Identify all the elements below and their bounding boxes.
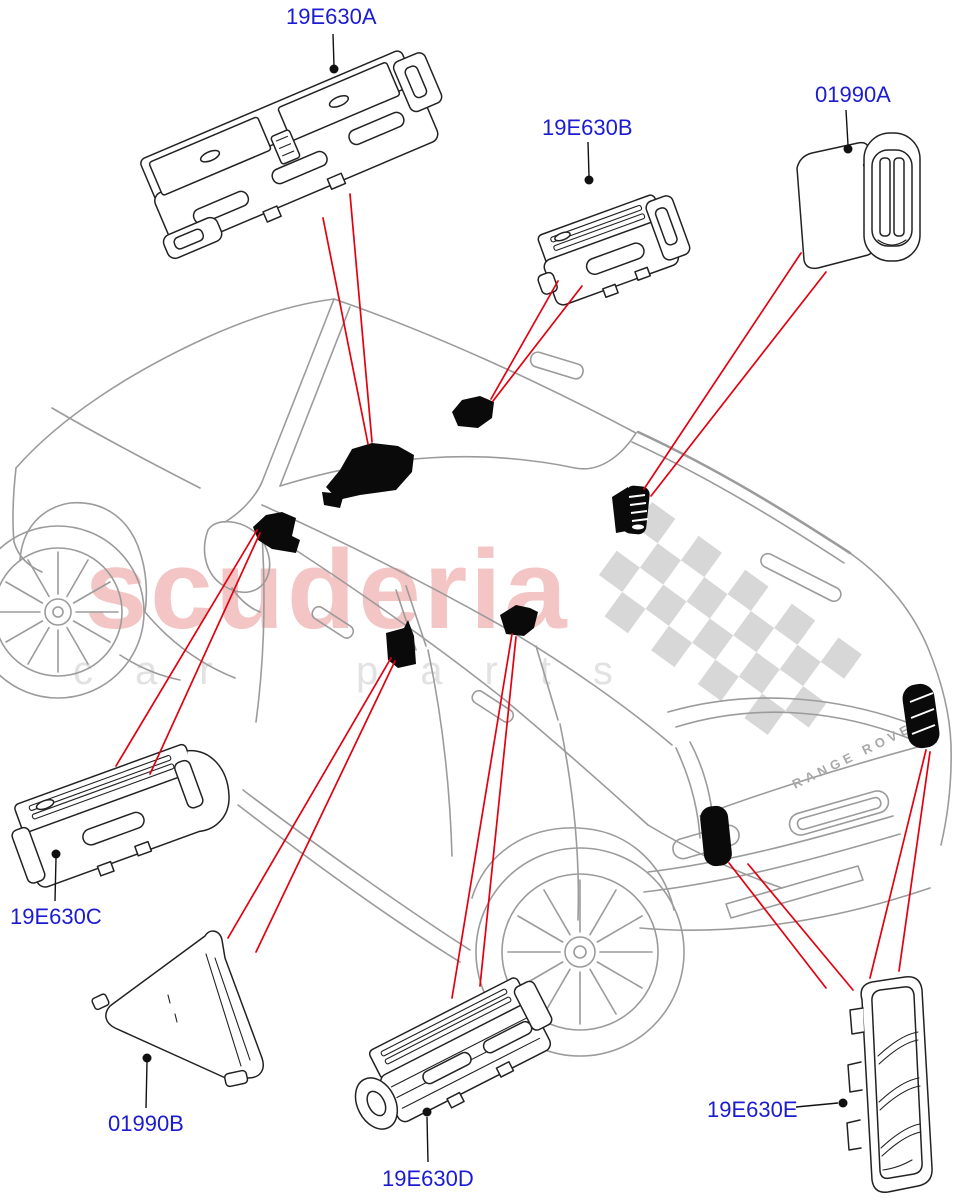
label-01990A[interactable]: 01990A <box>815 82 891 107</box>
part-extract-vent <box>846 976 933 1193</box>
watermark-tagline-car: car <box>73 649 255 693</box>
roof-antenna <box>529 351 584 380</box>
front-door-handle <box>311 605 355 639</box>
part-side-register-lh <box>11 743 230 888</box>
location-centre-vent-rh <box>452 396 494 428</box>
part-duct-rh <box>796 132 921 270</box>
roof-rail-detail <box>760 552 842 603</box>
location-dash-end-vent <box>253 512 300 553</box>
location-bpillar-vent <box>386 620 416 668</box>
rear-wheel <box>475 847 685 1057</box>
part-number-labels: 19E630A 19E630B 01990A 19E630C 01990B 19… <box>10 4 891 1191</box>
part-duct-lh <box>91 930 264 1088</box>
location-rear-quarter-vent <box>902 683 940 749</box>
vent-locations <box>253 396 940 867</box>
rear-door-handle <box>471 689 515 723</box>
label-01990B[interactable]: 01990B <box>108 1111 184 1136</box>
location-dpillar-vent <box>612 485 650 535</box>
label-19E630D[interactable]: 19E630D <box>382 1166 474 1191</box>
location-cpillar-vent <box>500 605 538 636</box>
red-locator-lines <box>115 193 931 999</box>
label-19E630B[interactable]: 19E630B <box>542 115 633 140</box>
label-leader-lines <box>51 33 853 1163</box>
watermark-brand-text: scuderia <box>85 527 570 652</box>
part-centre-registers <box>140 50 443 260</box>
front-wheel <box>0 525 145 699</box>
watermark: scuderia car parts <box>73 527 613 693</box>
location-bumper-vent <box>700 805 732 867</box>
checkered-flag-pattern <box>598 502 862 735</box>
label-19E630C[interactable]: 19E630C <box>10 904 102 929</box>
location-centre-vent-lh <box>326 443 414 500</box>
rear-diffuser <box>725 865 864 919</box>
label-19E630A[interactable]: 19E630A <box>286 4 377 29</box>
tail-lamp-centre <box>788 790 890 836</box>
part-side-register-rh <box>537 194 691 306</box>
label-19E630E[interactable]: 19E630E <box>707 1097 798 1122</box>
part-console-register <box>354 977 553 1130</box>
